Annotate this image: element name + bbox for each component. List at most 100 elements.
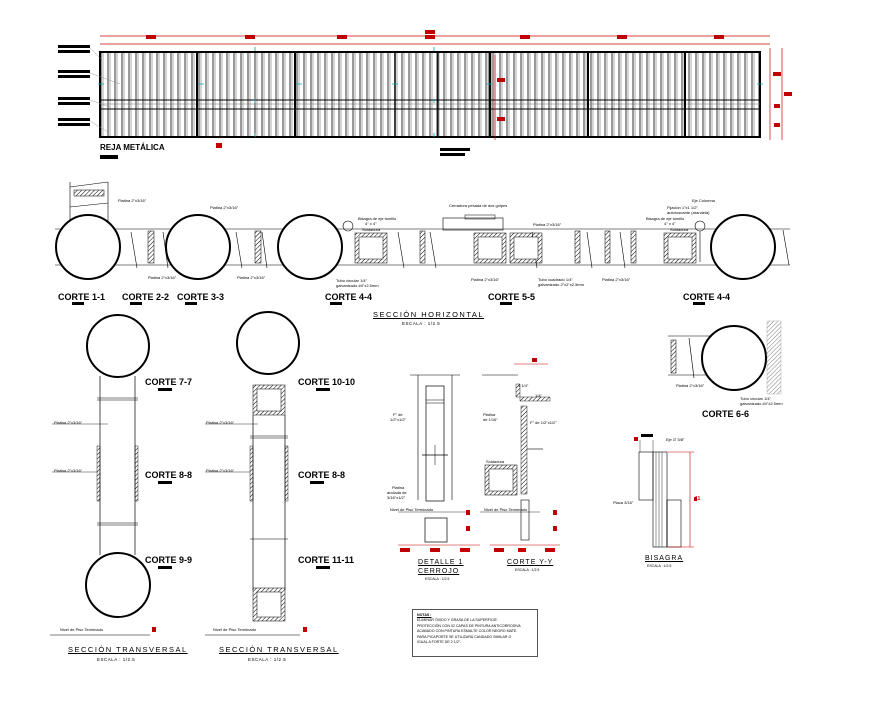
annotation: autoroscante (arandela) <box>667 210 710 215</box>
annotation: Cerradura pesada de dos golpes <box>449 203 508 208</box>
gate-elevation <box>89 35 783 140</box>
annotation: Bisagra de eje tomillo <box>646 216 685 221</box>
scale-block <box>158 481 172 484</box>
bisagra-title: BISAGRA <box>645 555 684 562</box>
legend-block <box>440 148 470 151</box>
corte-label: CORTE 8-8 <box>298 470 346 480</box>
transversal-right-scale: ESCALA : 1/2.5 <box>248 657 287 662</box>
annotation: Soldadura <box>486 459 505 464</box>
annotation: Platina 2"x3/16" <box>237 275 266 280</box>
corte-label: CORTE 7-7 <box>145 377 193 387</box>
notes-line: ACABADO CON PINTURA ESMALTE COLOR NEGRO … <box>417 629 518 634</box>
annotation: Platina 2"x3/16" <box>54 468 83 473</box>
annotation: 3/16"x1/2" <box>387 495 406 500</box>
elevation-title: REJA METÁLICA <box>100 143 165 152</box>
corte-label: CORTE 8-8 <box>145 470 193 480</box>
scale-block <box>693 302 705 305</box>
annotation: Platina <box>483 412 496 417</box>
annotation: Platina 2"x3/16" <box>210 205 239 210</box>
corte-label: CORTE 5-5 <box>488 292 536 302</box>
transversal-left-drawing <box>50 314 151 636</box>
scale-block <box>100 155 118 159</box>
legend-block <box>58 118 90 121</box>
annotation: 4" x 4" <box>664 221 676 226</box>
annotation: Eje Columna <box>692 198 715 203</box>
annotation: Platina 2"x3/16" <box>206 420 235 425</box>
bisagra-height-dim: 11 <box>695 496 701 502</box>
transversal-left-scale: ESCALA : 1/2.5 <box>97 657 136 662</box>
corte-yy-drawing <box>480 363 560 546</box>
annotation: 1/4" <box>535 393 542 398</box>
scale-block <box>130 302 142 305</box>
scale-block <box>185 302 197 305</box>
dimension-markers <box>146 30 792 632</box>
annotation: anclada de <box>387 490 407 495</box>
notes-box: NOTAS : ELIMINAR ÓXIDO Y GRASA DE LA SUP… <box>412 609 538 657</box>
annotation: Soldadura <box>670 227 689 232</box>
corte-yy-scale: ESCALA : 1/2.5 <box>515 568 540 572</box>
corte-label: CORTE 1-1 <box>58 292 106 302</box>
legend-block <box>58 123 90 126</box>
corte-yy-title: CORTE Y-Y <box>507 559 554 566</box>
notes-line: PARA PICAPORTE SE UTILIZARÁ CANDADO SIMI… <box>417 634 512 639</box>
annotation: Eje ∅ 5/8" <box>666 437 685 442</box>
bisagra-width-dim <box>641 434 653 437</box>
annotation: galvanizado #4"x2.5mm <box>336 283 379 288</box>
transversal-right-drawing <box>205 311 300 636</box>
legend-block <box>58 50 90 53</box>
annotation: Platina 2"x3/16" <box>148 275 177 280</box>
detalle-cerrojo-drawing <box>398 374 480 546</box>
scale-block <box>316 566 330 569</box>
scale-block <box>310 481 324 484</box>
corte-label: CORTE 6-6 <box>702 409 750 419</box>
corte-label: CORTE 10-10 <box>298 377 356 387</box>
horizontal-section-title: SECCIÓN HORIZONTAL <box>373 310 485 319</box>
annotation: Placa 3/16" <box>613 500 634 505</box>
legend-block <box>440 153 465 156</box>
horizontal-section-scale: ESCALA : 1/2.5 <box>402 321 441 326</box>
scale-block <box>330 302 342 305</box>
scale-block <box>72 302 84 305</box>
annotation: Nivel de Piso Terminado <box>60 627 104 632</box>
bisagra-scale: ESCALA : 1/2.5 <box>647 564 672 568</box>
annotation: de 1/16" <box>483 417 498 422</box>
notes-line: ELIMINAR ÓXIDO Y GRASA DE LA SUPERFICIE. <box>417 618 498 623</box>
legend-block <box>58 70 90 73</box>
corte-label: CORTE 2-2 <box>122 292 170 302</box>
scale-block <box>158 566 172 569</box>
bisagra-drawing <box>638 440 694 548</box>
annotation: 4" x 4" <box>365 221 377 226</box>
annotation: galvanizado 2"x2"x2.5mm <box>538 282 584 287</box>
notes-line: PROTECCIÓN CON 02 CAPAS DE PINTURA ANTIC… <box>417 623 521 628</box>
annotation: F° de <box>393 412 403 417</box>
annotation: Platina 2"x3/16" <box>206 468 235 473</box>
annotation: Tubo circular 1/4" <box>740 396 772 401</box>
annotation: Soldadura <box>362 227 381 232</box>
notes-heading: NOTAS : <box>417 613 432 617</box>
corte-label: CORTE 4-4 <box>683 292 731 302</box>
notes-line: IGUAL A FORTE DE 2 1/2". <box>417 640 462 645</box>
annotation: Tubo circular 1/4" <box>336 278 368 283</box>
annotation: Nivel de Piso Terminado <box>390 507 434 512</box>
annotation: Platina 2"x3/16" <box>533 222 562 227</box>
corte-label: CORTE 3-3 <box>177 292 225 302</box>
legend-block <box>58 75 90 78</box>
detalle-subtitle: CERROJO <box>418 568 460 575</box>
legend-block <box>58 97 90 100</box>
annotation: 1/2"x1/2" <box>390 417 406 422</box>
annotation: F° de 1/2"x1/2" <box>530 420 557 425</box>
transversal-right-title: SECCIÓN TRANSVERSAL <box>219 645 339 654</box>
annotation: Platina 2"x3/16" <box>54 420 83 425</box>
horizontal-section-drawing <box>55 181 790 280</box>
legend-block <box>58 102 90 105</box>
corte-label: CORTE 4-4 <box>325 292 373 302</box>
annotation: 1 1/4" <box>518 383 529 388</box>
annotation: Platina 2"x3/16" <box>118 198 147 203</box>
annotation: Platina 2"x3/16" <box>676 383 705 388</box>
detalle-scale: ESCALA : 1/2.5 <box>425 577 450 581</box>
corte-label: CORTE 11-11 <box>298 555 355 565</box>
scale-block <box>316 388 330 391</box>
annotation: Fijación 1"x1 1/2" <box>667 205 698 210</box>
transversal-left-title: SECCIÓN TRANSVERSAL <box>68 645 188 654</box>
